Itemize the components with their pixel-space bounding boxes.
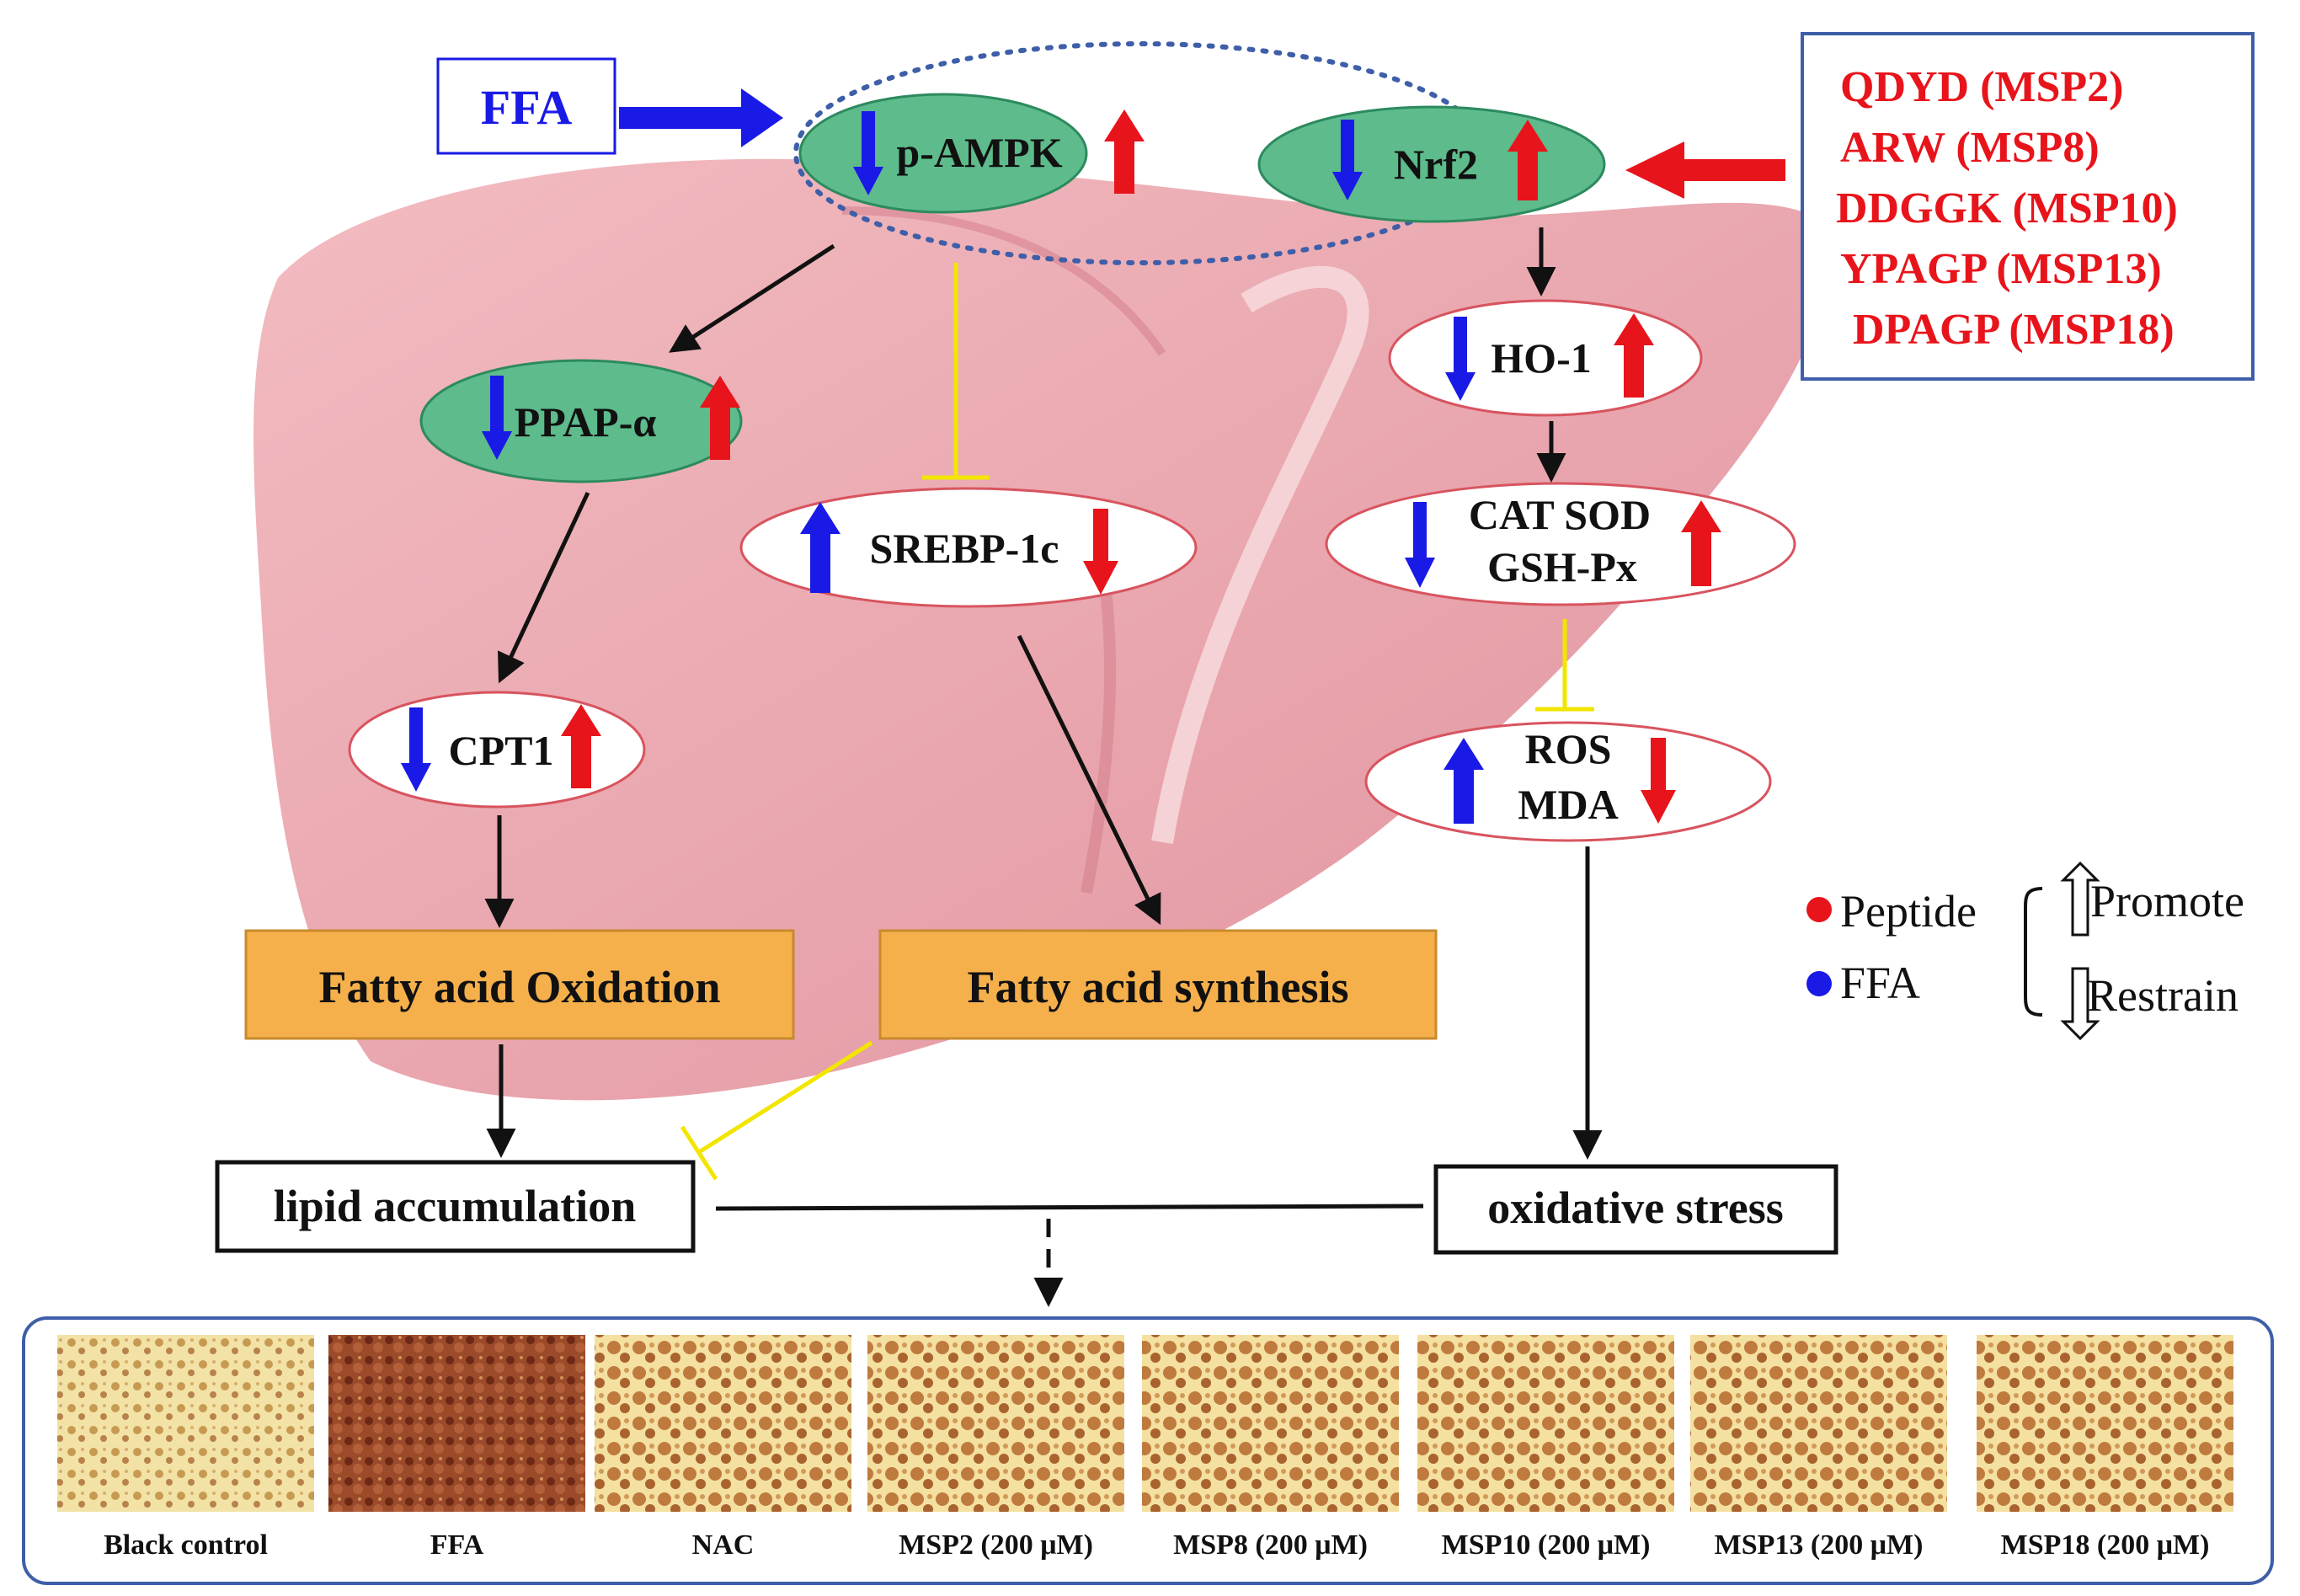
legend: Peptide FFA Promote Restrain [1806, 861, 2244, 1041]
micrograph-panel: NAC [595, 1335, 851, 1561]
micrograph-image [57, 1335, 314, 1512]
node-label: Nrf2 [1394, 141, 1478, 188]
node-label-line2: MDA [1518, 781, 1618, 828]
micrograph-caption: Black control [104, 1529, 268, 1561]
peptide-item: YPAGP (MSP13) [1840, 245, 2162, 293]
ffa-arrow [619, 88, 783, 147]
outcome-label: oxidative stress [1487, 1182, 1783, 1233]
peptide-item: DPAGP (MSP18) [1853, 306, 2175, 354]
node-label-line1: CAT SOD [1469, 491, 1651, 538]
microscopy-panel-strip: Black control FFA NAC MSP2 (200 μM) MSP8 (20… [22, 1316, 2274, 1585]
down-arrow-icon [1332, 120, 1363, 200]
legend-restrain: Restrain [2087, 970, 2239, 1021]
node-ho-1: HO-1 [1388, 299, 1703, 417]
node-ppap-alpha: PPAP-α [419, 359, 743, 483]
micrograph-panel: MSP18 (200 μM) [1977, 1335, 2233, 1561]
micrograph-image [1417, 1335, 1674, 1512]
up-arrow-icon [1508, 120, 1548, 200]
micrograph-caption: MSP2 (200 μM) [899, 1529, 1093, 1561]
down-arrow-icon [853, 111, 883, 195]
legend-brace [2024, 887, 2043, 1017]
micrograph-panel: MSP8 (200 μM) [1142, 1335, 1399, 1561]
pathway-arrows [484, 227, 1603, 1307]
peptide-arrow [1625, 141, 1785, 199]
outcome-label: lipid accumulation [274, 1181, 637, 1231]
connector-lipid-oxidative [715, 1204, 1424, 1211]
micrograph-caption: NAC [692, 1529, 755, 1561]
node-label: HO-1 [1491, 334, 1591, 382]
micrograph-image [1977, 1335, 2233, 1512]
micrograph-panel: FFA [328, 1335, 585, 1561]
node-label: PPAP-α [515, 398, 657, 446]
process-label: Fatty acid synthesis [967, 962, 1348, 1012]
micrograph-image [595, 1335, 851, 1512]
restrain-arrow-icon [2060, 967, 2100, 1041]
legend-ffa: FFA [1840, 958, 1920, 1008]
up-arrow-icon [800, 502, 840, 593]
up-arrow-icon [1681, 500, 1721, 586]
process-label: Fatty acid Oxidation [318, 962, 720, 1012]
peptide-list: QDYD (MSP2) ARW (MSP8) DDGGK (MSP10) YPA… [1625, 32, 2255, 381]
arrow-ampk-to-ppap [669, 243, 835, 353]
ffa-stimulus: FFA [436, 57, 783, 155]
node-antioxidant-enzymes: CAT SOD GSH-Px [1325, 482, 1796, 606]
ffa-box [436, 57, 616, 155]
micrograph-panel: MSP10 (200 μM) [1417, 1335, 1674, 1561]
outcome-oxidative-stress: oxidative stress [1433, 1164, 1838, 1255]
arrow-ppap-to-cpt1 [498, 491, 590, 684]
node-nrf2: Nrf2 [1257, 105, 1606, 223]
peptide-dot-icon [1806, 897, 1832, 922]
micrograph-caption: MSP13 (200 μM) [1715, 1529, 1924, 1561]
peptide-box [1801, 32, 2255, 381]
micrograph-caption: MSP8 (200 μM) [1173, 1529, 1368, 1561]
down-arrow-icon [1405, 502, 1435, 588]
node-ros-mda: ROS MDA [1364, 721, 1772, 842]
node-label: SREBP-1c [870, 525, 1059, 572]
micrograph-image [867, 1335, 1124, 1512]
outcome-lipid-accumulation: lipid accumulation [215, 1160, 696, 1253]
down-arrow-icon [1083, 509, 1118, 595]
micrograph-panel: Black control [57, 1335, 314, 1561]
down-arrow-icon [1641, 738, 1676, 824]
up-arrow-icon [1444, 738, 1484, 824]
peptide-item: QDYD (MSP2) [1840, 63, 2124, 111]
process-fatty-acid-synthesis: Fatty acid synthesis [878, 929, 1438, 1040]
legend-promote: Promote [2090, 876, 2244, 926]
up-arrow-icon [561, 704, 601, 788]
micrograph-image [1142, 1335, 1399, 1512]
micrograph-image [1690, 1335, 1947, 1512]
node-p-ampk: p-AMPK [798, 93, 1145, 214]
up-arrow-icon [1614, 313, 1654, 398]
down-arrow-icon [482, 376, 512, 460]
micrograph-caption: MSP10 (200 μM) [1442, 1529, 1651, 1561]
node-srebp-1c: SREBP-1c [739, 487, 1198, 608]
promote-arrow-icon [2060, 861, 2100, 937]
node-label-line2: GSH-Px [1487, 543, 1637, 590]
peptide-item: ARW (MSP8) [1840, 124, 2100, 172]
legend-peptide: Peptide [1840, 886, 1977, 937]
micrograph-panel: MSP2 (200 μM) [867, 1335, 1124, 1561]
ffa-dot-icon [1806, 971, 1832, 996]
node-cpt1: CPT1 [348, 691, 646, 809]
micrograph-caption: MSP18 (200 μM) [2001, 1529, 2210, 1561]
node-label: CPT1 [449, 727, 554, 774]
down-arrow-icon [401, 707, 431, 792]
micrograph-image [328, 1335, 585, 1512]
ffa-label: FFA [481, 80, 573, 135]
peptide-item: DDGGK (MSP10) [1836, 184, 2178, 232]
down-arrow-icon [1445, 317, 1476, 401]
inhibition-lines [680, 263, 1594, 1181]
node-label: p-AMPK [896, 129, 1062, 176]
up-arrow-icon [700, 376, 740, 460]
micrograph-caption: FFA [430, 1529, 484, 1561]
node-label-line1: ROS [1525, 725, 1612, 772]
micrograph-panel: MSP13 (200 μM) [1690, 1335, 1947, 1561]
process-fatty-acid-oxidation: Fatty acid Oxidation [244, 929, 795, 1040]
arrow-srebp-to-synthesis [1017, 634, 1161, 926]
up-arrow-icon [1104, 109, 1145, 194]
